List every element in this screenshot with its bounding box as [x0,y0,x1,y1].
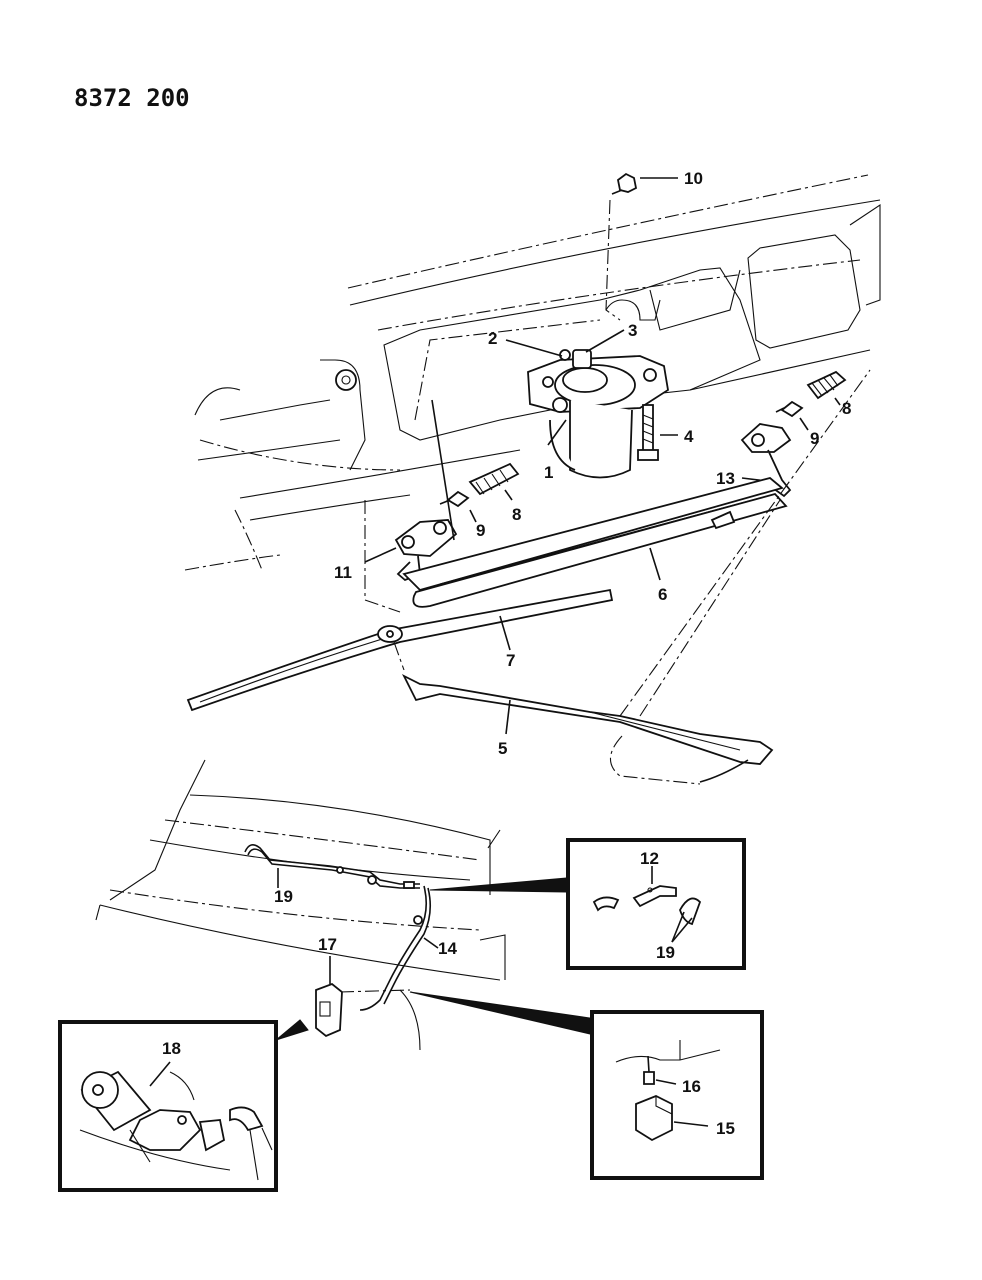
callout-6: 6 [658,585,667,604]
linkage-6 [402,477,788,608]
washer-hose-19 [244,844,420,889]
callout-17: 17 [318,935,337,954]
callout-10: 10 [684,169,703,188]
callout-11: 11 [334,563,352,582]
hinge-bracket-icon [335,369,357,391]
inset-box-15 [409,991,764,1180]
reservoir-15-icon [635,1095,673,1142]
wiper-motor-1 [527,349,669,479]
motor-shaft-nut-icon [572,349,592,369]
inset-box-12 [429,838,746,970]
callout-16: 16 [682,1077,701,1096]
callout-12: 12 [640,849,659,868]
cowl-panel [184,174,881,613]
washer-hose-14 [359,885,439,1011]
callout-8-left: 8 [512,505,521,524]
rear-wiper-motor-18-icon [79,1061,273,1181]
callout-13: 13 [716,469,735,488]
rear-hatch [95,759,506,1051]
callout-14: 14 [438,939,457,958]
boot-8-right [806,370,847,406]
callout-5: 5 [498,739,507,758]
drawing-number: 8372 200 [74,84,190,112]
clip-9-left [439,490,477,523]
inset-box-18 [58,1019,309,1192]
hose-clip-12-icon [632,885,677,908]
connector-16-icon [643,1071,655,1085]
callout-19-hatch: 19 [274,887,293,906]
washer-pump-17 [315,956,343,1038]
hose-end-icon [592,896,620,912]
screw-4 [637,404,678,461]
callout-3: 3 [628,321,637,340]
callout-4: 4 [684,427,694,446]
callout-2: 2 [488,329,497,348]
callout-1: 1 [544,463,553,482]
wiper-blade-7 [186,588,614,712]
clip-9-right [775,400,809,431]
callout-8-right: 8 [842,399,851,418]
callout-18: 18 [162,1039,181,1058]
callout-9-right: 9 [810,429,819,448]
wiper-arm-5 [401,369,871,785]
callout-7: 7 [506,651,515,670]
callout-15: 15 [716,1119,735,1138]
callout-labels: 1 2 3 4 5 6 7 8 8 9 9 10 11 12 13 14 15 … [162,169,851,1138]
bolt-10 [611,172,678,195]
leader-lines [431,329,625,541]
callout-9-left: 9 [476,521,485,540]
callout-19-inset: 19 [656,943,675,962]
boot-8-left [468,462,520,501]
